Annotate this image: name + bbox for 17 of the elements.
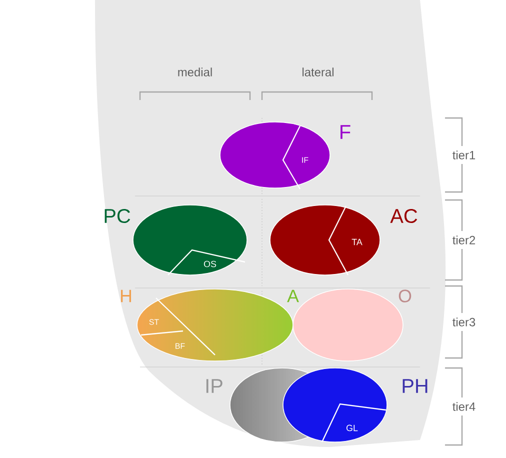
region-label: PC xyxy=(104,208,130,224)
tier-label: tier4 xyxy=(452,402,476,411)
tier-label: tier2 xyxy=(452,236,476,244)
column-label: lateral xyxy=(302,68,334,76)
region-label: O xyxy=(398,290,412,302)
subregion-label: OS xyxy=(204,260,216,268)
tier-label: tier3 xyxy=(452,318,476,326)
region-label: F xyxy=(340,125,350,139)
region-label: PH xyxy=(402,379,428,393)
region-label: AC xyxy=(390,208,418,224)
tier-label: tier1 xyxy=(452,150,476,160)
region-label: IP xyxy=(206,379,222,393)
region-label: A xyxy=(287,290,299,302)
subregion-label: GL xyxy=(346,424,358,432)
subregion-label: TA xyxy=(352,238,362,246)
column-label: medial xyxy=(178,68,212,76)
region-label: H xyxy=(121,290,132,302)
